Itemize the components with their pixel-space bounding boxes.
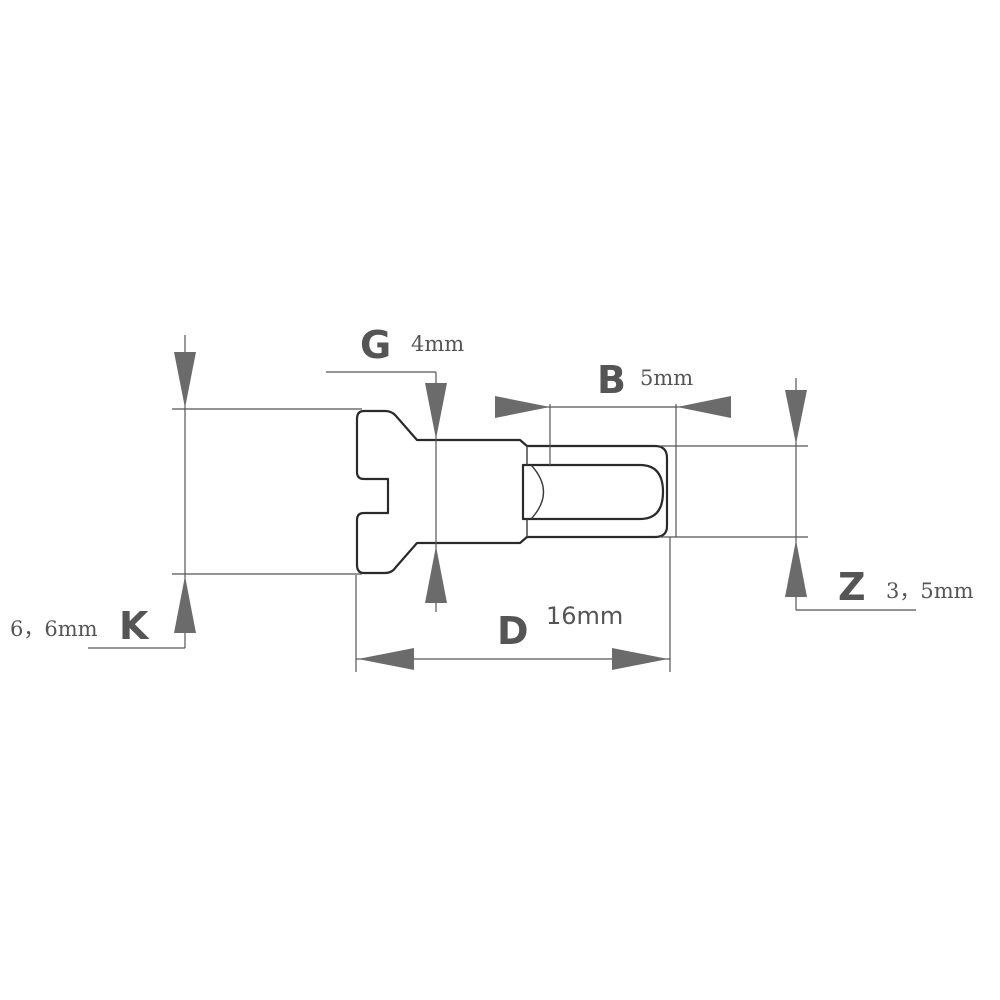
d-letter: D: [497, 609, 529, 653]
dimension-k: 6，6mm K: [10, 335, 362, 649]
z-arrow-up: [785, 540, 807, 597]
dimension-z: Z 3，5mm: [660, 378, 974, 611]
dimension-g: G 4mm: [326, 323, 464, 612]
k-letter: K: [119, 604, 150, 648]
k-arrow-down: [174, 352, 196, 408]
b-arrow-left: [677, 396, 731, 418]
g-letter: G: [360, 323, 391, 367]
nipple-outline: [355, 409, 669, 575]
k-value: 6，6mm: [10, 617, 98, 641]
b-value: 5mm: [640, 366, 693, 390]
dimension-d: D 16mm: [355, 537, 671, 672]
z-arrow-down: [785, 390, 807, 444]
g-arrow-up: [425, 546, 447, 603]
k-arrow-up: [174, 576, 196, 633]
d-arrow-right: [612, 648, 668, 670]
z-value: 3，5mm: [886, 579, 974, 603]
nipple-body: [355, 409, 669, 575]
g-arrow-down: [425, 383, 447, 439]
nipple-groove-curve: [530, 464, 545, 520]
b-arrow-right: [495, 396, 550, 418]
b-letter: B: [597, 358, 626, 402]
dimension-b: B 5mm: [495, 358, 731, 537]
nipple-shank-groove: [521, 463, 665, 521]
d-value: 16mm: [546, 602, 623, 630]
g-value: 4mm: [411, 332, 464, 356]
d-arrow-left: [358, 648, 414, 670]
z-letter: Z: [838, 565, 866, 609]
